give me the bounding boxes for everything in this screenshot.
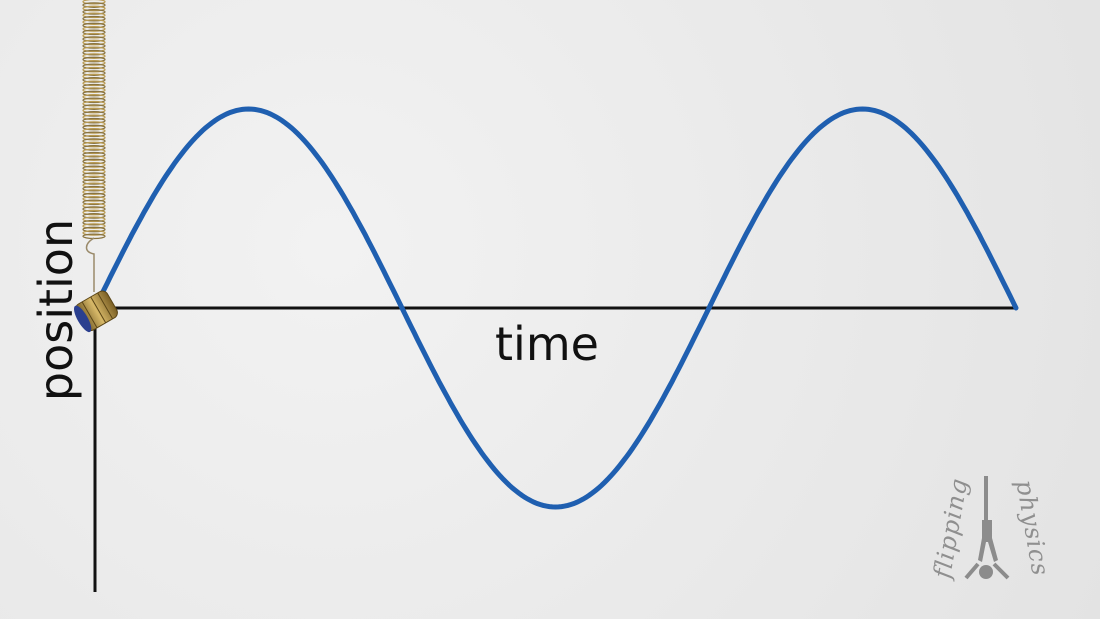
spring-coil	[82, 199, 106, 206]
spring-coil	[82, 0, 106, 5]
spring-coil	[82, 213, 106, 219]
spring-coil	[82, 53, 106, 59]
spring-coil	[82, 9, 106, 15]
spring-coil	[82, 97, 106, 104]
spring-coil	[82, 223, 106, 229]
hanging-mass-icon	[73, 290, 118, 333]
spring-coil	[82, 63, 106, 70]
spring-coil	[82, 230, 106, 236]
spring-coil	[82, 226, 106, 233]
spring-coil	[82, 100, 106, 107]
spring-coil	[82, 94, 106, 100]
spring-coil	[82, 66, 106, 73]
spring-coil	[82, 131, 106, 138]
spring-coil	[82, 87, 106, 93]
spring-coil	[82, 165, 106, 172]
spring-coil	[82, 155, 106, 161]
spring-coil	[82, 60, 106, 66]
spring-coil	[82, 5, 106, 12]
y-axis-label: position	[29, 218, 83, 402]
spring-coil	[82, 192, 106, 199]
spring-coil	[82, 216, 106, 223]
spring-coil	[82, 73, 106, 80]
spring-coil	[82, 185, 106, 192]
spring-coil	[82, 77, 106, 83]
spring-coil	[82, 111, 106, 117]
spring-coil	[82, 12, 106, 19]
spring-icon	[82, 0, 106, 292]
spring-coil	[82, 39, 106, 46]
spring-coil	[82, 22, 106, 29]
spring-coil	[82, 202, 106, 209]
spring-coil	[82, 107, 106, 114]
spring-coil	[82, 219, 106, 226]
x-axis-label: time	[495, 317, 599, 371]
spring-coil	[82, 104, 106, 110]
position-curve	[92, 106, 1019, 510]
spring-coil	[82, 36, 106, 42]
spring-coil	[82, 26, 106, 32]
spring-coil	[82, 2, 106, 8]
spring-coil	[82, 189, 106, 195]
spring-coil	[82, 121, 106, 127]
spring-coil	[82, 172, 106, 178]
spring-coil	[82, 179, 106, 185]
spring-coil	[82, 70, 106, 76]
spring-coil	[82, 138, 106, 144]
spring-coil	[82, 56, 106, 63]
spring-coil	[82, 29, 106, 36]
spring-coil	[82, 182, 106, 189]
spring-coil	[82, 49, 106, 56]
spring-coil	[82, 32, 106, 39]
spring-coil	[82, 206, 106, 212]
spring-coil	[82, 117, 106, 124]
spring-coil	[82, 83, 106, 90]
spring-coil	[82, 209, 106, 216]
spring-coil	[82, 15, 106, 22]
spring-coil	[82, 80, 106, 87]
spring-coil	[82, 114, 106, 121]
spring-coil	[82, 151, 106, 158]
spring-hook	[85, 237, 95, 292]
spring-coil	[82, 175, 106, 182]
spring-coil	[82, 145, 106, 151]
spring-coil	[82, 43, 106, 49]
spring-coil	[82, 134, 106, 141]
spring-coil	[82, 19, 106, 25]
spring-coil	[82, 168, 106, 175]
spring-coil	[82, 46, 106, 53]
flipping-physics-logo: flipping physics	[922, 468, 1055, 588]
spring-coil	[82, 158, 106, 165]
logo-figure-icon	[964, 476, 1010, 580]
spring-coil	[82, 124, 106, 131]
spring-coil	[82, 148, 106, 155]
spring-coil	[82, 141, 106, 148]
spring-coil	[82, 196, 106, 202]
spring-coil	[82, 90, 106, 97]
spring-coil	[82, 162, 106, 168]
spring-coil	[82, 128, 106, 134]
